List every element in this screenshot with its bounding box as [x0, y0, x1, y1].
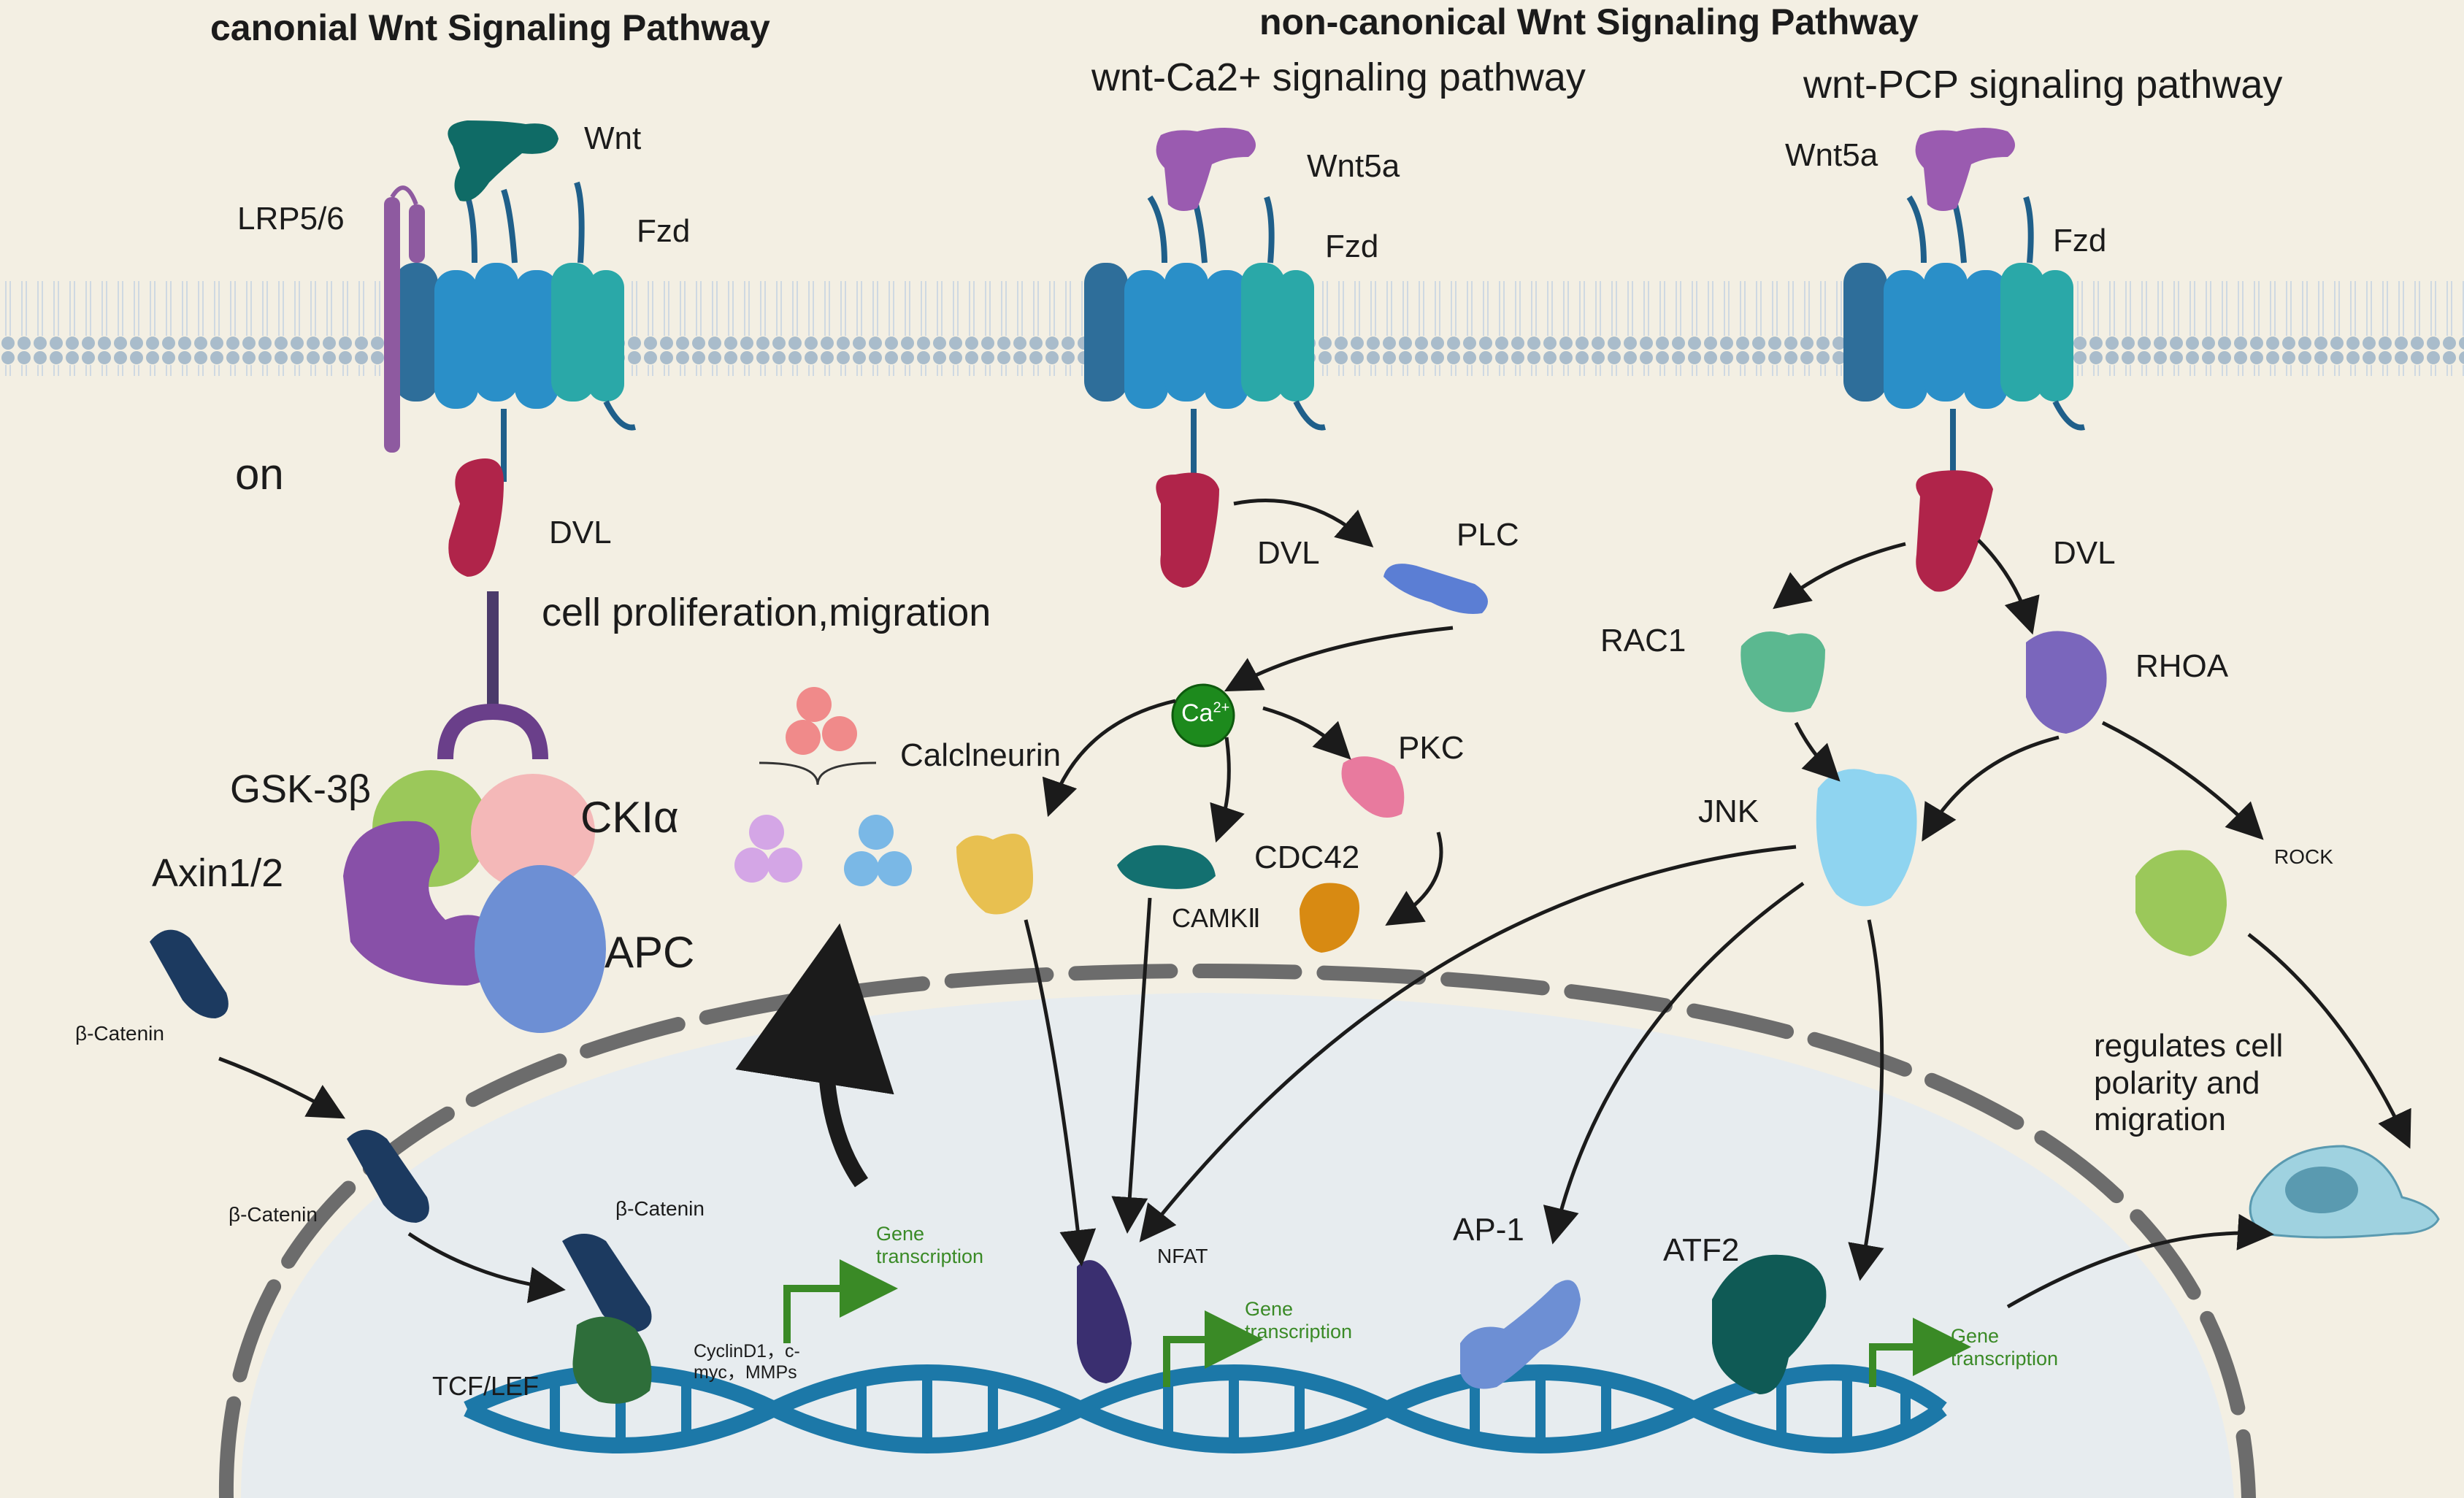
- label-canonical-outcome: cell proliferation,migration: [542, 591, 991, 634]
- wnt5a-ligand-pcp: [1915, 128, 2015, 211]
- label-axin: Axin1/2: [152, 851, 284, 895]
- label-gsk3b: GSK-3β: [230, 767, 372, 811]
- outcome-line1: regulates cell: [2094, 1028, 2284, 1064]
- label-cdc42: CDC42: [1254, 840, 1360, 875]
- label-ap1: AP-1: [1453, 1212, 1524, 1248]
- title-canonical: canonial Wnt Signaling Pathway: [210, 7, 770, 48]
- label-wnt5a-ca: Wnt5a: [1307, 148, 1400, 184]
- dna-helix: [464, 1364, 1947, 1453]
- fzd-receptor-canonical: [394, 180, 636, 482]
- nfat-protein: [1077, 1260, 1132, 1383]
- label-dvl-ca: DVL: [1257, 535, 1320, 571]
- rock-protein: [2135, 850, 2227, 956]
- ckia-protein: [471, 774, 595, 891]
- dvl-canonical: [448, 458, 504, 577]
- title-ca-pathway: wnt-Ca2+ signaling pathway: [1091, 55, 1586, 99]
- label-calcineurin: Calclneurin: [900, 737, 1062, 773]
- cell-nucleus-small: [2285, 1167, 2358, 1213]
- outcome-line3: migration: [2094, 1102, 2226, 1138]
- camk-protein: [1117, 845, 1216, 889]
- label-dvl-pcp: DVL: [2053, 535, 2116, 571]
- label-calcium-symbol: Ca: [1181, 699, 1213, 727]
- pkc-protein: [1341, 756, 1405, 818]
- title-noncanonical: non-canonical Wnt Signaling Pathway: [1259, 1, 1919, 42]
- label-atf2: ATF2: [1663, 1232, 1740, 1268]
- label-gene-transcription-ca: Gene transcription: [1245, 1298, 1352, 1343]
- axin-protein: [343, 821, 505, 986]
- tcf-lef-protein: [572, 1316, 652, 1404]
- label-rock: ROCK: [2274, 845, 2333, 868]
- wnt-ligand: [448, 120, 559, 201]
- calcium-ion: [1171, 683, 1235, 748]
- label-target-genes: CyclinD1，c- myc，MMPs: [694, 1341, 800, 1383]
- proliferation-arrow: [735, 923, 894, 1188]
- beta-catenin-2: [347, 1129, 429, 1223]
- label-jnk: JNK: [1698, 794, 1759, 829]
- label-gene-transcription-pcp: Gene transcription: [1951, 1325, 2058, 1370]
- gene-line1: Gene: [1951, 1325, 2000, 1347]
- label-wnt5a-pcp: Wnt5a: [1785, 137, 1878, 173]
- outcome-line2: polarity and: [2094, 1064, 2260, 1101]
- beta-catenin-1: [150, 929, 229, 1018]
- atf2-protein: [1712, 1254, 1827, 1394]
- label-calcium: Ca2+: [1181, 699, 1229, 728]
- fzd-receptor-ca: [1084, 195, 1326, 475]
- jnk-protein: [1816, 769, 1917, 907]
- fzd-receptor-pcp: [1843, 195, 2085, 475]
- label-camk: CAMKⅡ: [1172, 903, 1261, 933]
- gene-line1: Gene: [1245, 1298, 1294, 1320]
- label-dvl-canonical: DVL: [549, 515, 612, 550]
- complex-cap: [437, 703, 548, 760]
- label-ckia: CKIα: [580, 793, 679, 842]
- label-fzd-ca: Fzd: [1325, 228, 1379, 264]
- label-wnt: Wnt: [584, 120, 642, 156]
- gene-arrows: [783, 1259, 1971, 1387]
- dvl-ca: [1156, 472, 1219, 588]
- label-pkc: PKC: [1398, 730, 1465, 766]
- label-apc: APC: [605, 928, 695, 977]
- label-nfat: NFAT: [1157, 1245, 1208, 1267]
- label-gene-transcription-canonical: Gene transcription: [876, 1223, 983, 1268]
- lrp-coreceptor: [384, 185, 425, 453]
- title-pcp-pathway: wnt-PCP signaling pathway: [1803, 63, 2283, 107]
- label-fzd-pcp: Fzd: [2053, 223, 2107, 258]
- label-plc: PLC: [1456, 517, 1519, 553]
- dvl-complex-link: [487, 591, 499, 715]
- label-beta-catenin-1: β-Catenin: [75, 1022, 164, 1045]
- arrows: [218, 499, 2411, 1309]
- beta-catenin-3: [562, 1234, 652, 1332]
- label-target-genes-line1: CyclinD1，c-: [694, 1341, 800, 1361]
- gene-line2: transcription: [1951, 1348, 2059, 1370]
- label-calcium-charge: 2+: [1213, 699, 1230, 716]
- label-lrp: LRP5/6: [237, 201, 345, 237]
- label-beta-catenin-2: β-Catenin: [229, 1203, 318, 1226]
- label-rac1: RAC1: [1600, 623, 1686, 658]
- label-on: on: [235, 450, 284, 499]
- cdc42-protein: [1300, 883, 1359, 953]
- rac1-protein: [1740, 631, 1825, 712]
- label-beta-catenin-3: β-Catenin: [615, 1197, 705, 1220]
- label-target-genes-line2: myc，MMPs: [694, 1361, 797, 1383]
- gene-line1: Gene: [876, 1223, 925, 1245]
- ap1-protein: [1460, 1280, 1581, 1389]
- label-rhoa: RHOA: [2135, 648, 2229, 684]
- rhoa-protein: [2026, 631, 2107, 734]
- label-tcf-lef: TCF/LEF: [432, 1371, 540, 1401]
- wnt5a-ligand-ca: [1156, 128, 1256, 211]
- gene-line2: transcription: [1245, 1321, 1353, 1343]
- dvl-pcp: [1916, 470, 1993, 592]
- gene-line2: transcription: [876, 1245, 984, 1268]
- label-fzd-canonical: Fzd: [637, 213, 691, 249]
- label-pcp-outcome: regulates cell polarity and migration: [2094, 1028, 2283, 1139]
- apc-protein: [475, 865, 606, 1033]
- cell-cluster: [734, 687, 912, 886]
- plc-protein: [1383, 564, 1488, 614]
- calcineurin-protein: [956, 834, 1033, 915]
